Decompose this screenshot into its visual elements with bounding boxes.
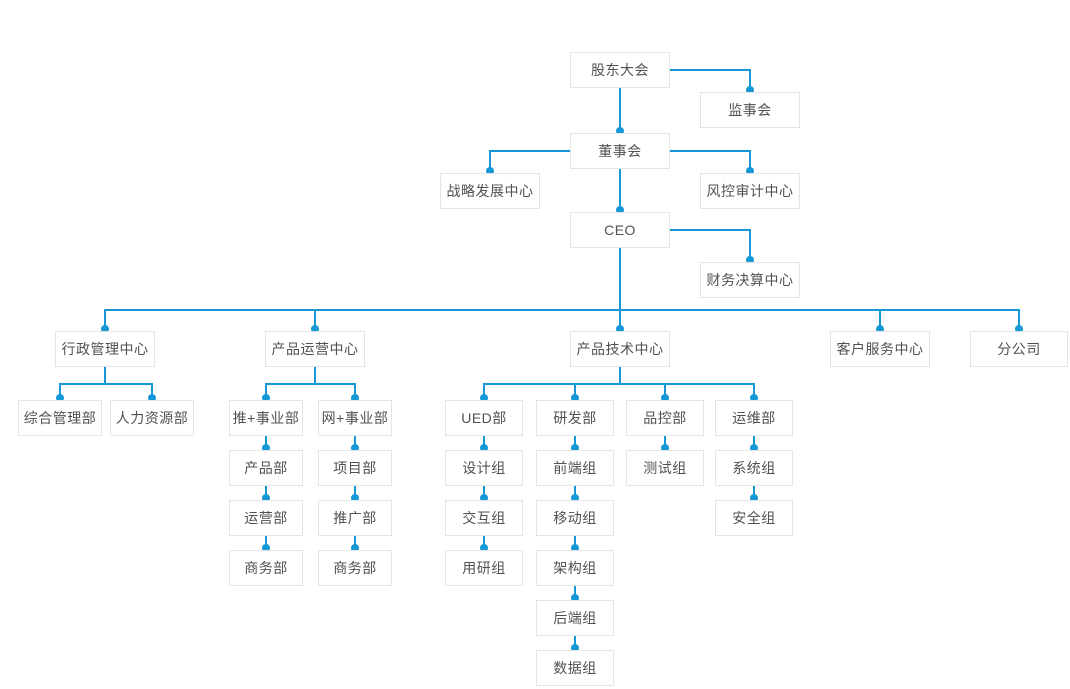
org-node-operation-dept: 运营部	[229, 500, 303, 536]
edge-admin-branch	[59, 367, 153, 400]
org-node-ops-center: 产品运营中心	[265, 331, 365, 367]
org-node-test-group: 测试组	[626, 450, 704, 486]
org-node-qc-dept: 品控部	[626, 400, 704, 436]
org-node-data-group: 数据组	[536, 650, 614, 686]
org-node-board: 董事会	[570, 133, 670, 169]
org-node-finance: 财务决算中心	[700, 262, 800, 298]
org-node-tech-center: 产品技术中心	[570, 331, 670, 367]
org-node-ued-dept: UED部	[445, 400, 523, 436]
org-node-system-group: 系统组	[715, 450, 793, 486]
org-node-backend-group: 后端组	[536, 600, 614, 636]
org-node-architecture-group: 架构组	[536, 550, 614, 586]
org-node-business-dept-tui: 商务部	[229, 550, 303, 586]
org-node-business-dept-wang: 商务部	[318, 550, 392, 586]
org-node-shareholders: 股东大会	[570, 52, 670, 88]
org-node-mobile-group: 移动组	[536, 500, 614, 536]
org-node-service-center: 客户服务中心	[830, 331, 930, 367]
org-node-tui-division: 推+事业部	[229, 400, 303, 436]
org-node-ceo: CEO	[570, 212, 670, 248]
edge-board-strategy	[489, 150, 570, 173]
org-node-user-research-group: 用研组	[445, 550, 523, 586]
org-node-hr: 人力资源部	[110, 400, 194, 436]
org-node-risk-audit: 风控审计中心	[700, 173, 800, 209]
org-node-wang-division: 网+事业部	[318, 400, 392, 436]
org-node-frontend-group: 前端组	[536, 450, 614, 486]
org-node-interaction-group: 交互组	[445, 500, 523, 536]
org-node-project-dept: 项目部	[318, 450, 392, 486]
edge-board-risk	[670, 150, 751, 173]
org-node-om-dept: 运维部	[715, 400, 793, 436]
org-node-security-group: 安全组	[715, 500, 793, 536]
org-node-product-dept: 产品部	[229, 450, 303, 486]
org-node-branch-company: 分公司	[970, 331, 1068, 367]
edge-ops-branch	[265, 367, 356, 400]
org-node-promotion-dept: 推广部	[318, 500, 392, 536]
org-node-design-group: 设计组	[445, 450, 523, 486]
org-node-strategy: 战略发展中心	[440, 173, 540, 209]
org-node-supervisory: 监事会	[700, 92, 800, 128]
edge-ceo-finance	[670, 229, 751, 262]
edge-tech-branch	[483, 367, 755, 400]
org-node-admin-center: 行政管理中心	[55, 331, 155, 367]
org-node-general-affairs: 综合管理部	[18, 400, 102, 436]
edge-main-rail	[104, 309, 1020, 331]
edge-shareholders-supervisory	[670, 69, 751, 92]
org-node-rd-dept: 研发部	[536, 400, 614, 436]
